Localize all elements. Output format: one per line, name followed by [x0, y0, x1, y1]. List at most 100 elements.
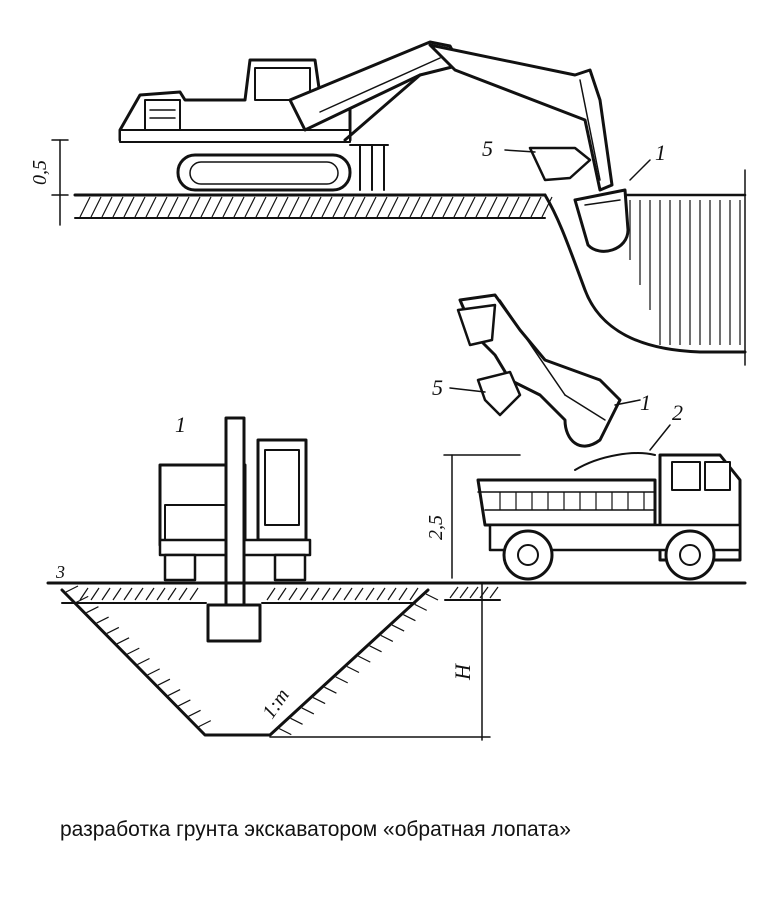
hatch-line [189, 587, 199, 601]
hatch-line [277, 587, 287, 601]
hatch-line [301, 707, 315, 715]
hatch-line [358, 655, 371, 663]
hatch-line [431, 196, 443, 218]
dump-truck: 2 2,5 [425, 400, 742, 581]
hatch-line [134, 587, 144, 601]
hatch-line [335, 676, 348, 684]
trench: H 1:m 3 [46, 562, 747, 741]
truck-label: 2 [672, 400, 683, 425]
hatch-line [321, 587, 331, 601]
hatch-line [497, 196, 509, 218]
hatch-line [420, 196, 432, 218]
caption: разработка грунта экскаватором «обратная… [60, 818, 571, 841]
hatch-line [200, 196, 212, 218]
hatch-line [391, 624, 405, 632]
hatch-line [116, 637, 130, 645]
front-excavator-label: 1 [175, 412, 186, 437]
hatch-line [541, 196, 553, 218]
hatch-line [387, 587, 397, 601]
hatch-line [376, 587, 386, 601]
hatch-line [189, 196, 201, 218]
hatch-line [387, 196, 399, 218]
top-stick-label: 5 [482, 136, 493, 161]
hatch-line [167, 587, 177, 601]
hatch-line [310, 196, 322, 218]
hatch-line [112, 196, 124, 218]
hatch-line [321, 196, 333, 218]
hatch-line [167, 196, 179, 218]
hatch-line [244, 196, 256, 218]
hatch-line [79, 587, 89, 601]
hatch-line [380, 634, 394, 642]
trench-hatch [65, 585, 499, 736]
truck-dim-label: 2,5 [425, 515, 447, 540]
hatch-line [134, 196, 146, 218]
hatch-line [403, 614, 416, 622]
hatch-line [459, 586, 469, 599]
hatch-line [425, 593, 439, 601]
hatch-line [123, 196, 135, 218]
hatch-line [65, 585, 79, 593]
hatch-line [354, 196, 366, 218]
hatch-line [530, 196, 542, 218]
hatch-line [409, 587, 419, 601]
hatch-line [222, 196, 234, 218]
top-bucket-label: 1 [655, 140, 666, 165]
hatch-line [266, 196, 278, 218]
hatch-line [299, 196, 311, 218]
hatch-line [147, 668, 160, 676]
hatch-line [398, 196, 410, 218]
hatch-line [332, 196, 344, 218]
hatch-line [354, 587, 364, 601]
ground-mark-label: 3 [55, 562, 65, 582]
hatch-line [409, 196, 421, 218]
hatch-line [145, 196, 157, 218]
hatch-line [475, 196, 487, 218]
mid-stick-label: 5 [432, 375, 443, 400]
hatch-line [178, 699, 191, 707]
hatch-line [376, 196, 388, 218]
top-dim-label: 0,5 [29, 160, 51, 185]
hatch-line [79, 196, 91, 218]
hatch-line [178, 196, 190, 218]
hatch-line [346, 665, 360, 674]
hatch-line [101, 587, 111, 601]
hatch-line [157, 678, 171, 686]
hatch-line [365, 587, 375, 601]
hatch-line [299, 587, 309, 601]
hatch-line [479, 586, 489, 599]
hatch-line [233, 196, 245, 218]
hatch-line [266, 587, 276, 601]
front-excavator: 1 [158, 412, 312, 643]
depth-label: H [450, 663, 475, 681]
hatch-line [288, 196, 300, 218]
hatch-line [101, 196, 113, 218]
hatch-line [178, 587, 188, 601]
hatch-line [86, 606, 99, 614]
hatch-line [343, 196, 355, 218]
hatch-line [96, 616, 109, 624]
top-excavator: 0,5 1 5 [29, 40, 747, 366]
hatch-line [90, 196, 102, 218]
hatch-line [398, 587, 408, 601]
hatch-line [489, 586, 499, 599]
hatch-line [90, 587, 100, 601]
hatch-line [156, 587, 166, 601]
hatch-line [519, 196, 531, 218]
hatch-line [255, 196, 267, 218]
hatch-line [290, 717, 303, 725]
pit-hatch [629, 200, 741, 345]
hatch-line [211, 196, 223, 218]
hatch-line [279, 728, 292, 736]
mid-bucket-label: 1 [640, 390, 651, 415]
hatch-line [369, 645, 382, 653]
hatch-line [469, 586, 479, 599]
hatch-line [167, 689, 181, 697]
hatch-line [145, 587, 155, 601]
hatch-line [414, 603, 427, 611]
mid-bucket: 5 1 [432, 293, 671, 451]
hatch-line [106, 626, 120, 634]
top-ground-hatch [79, 196, 553, 218]
